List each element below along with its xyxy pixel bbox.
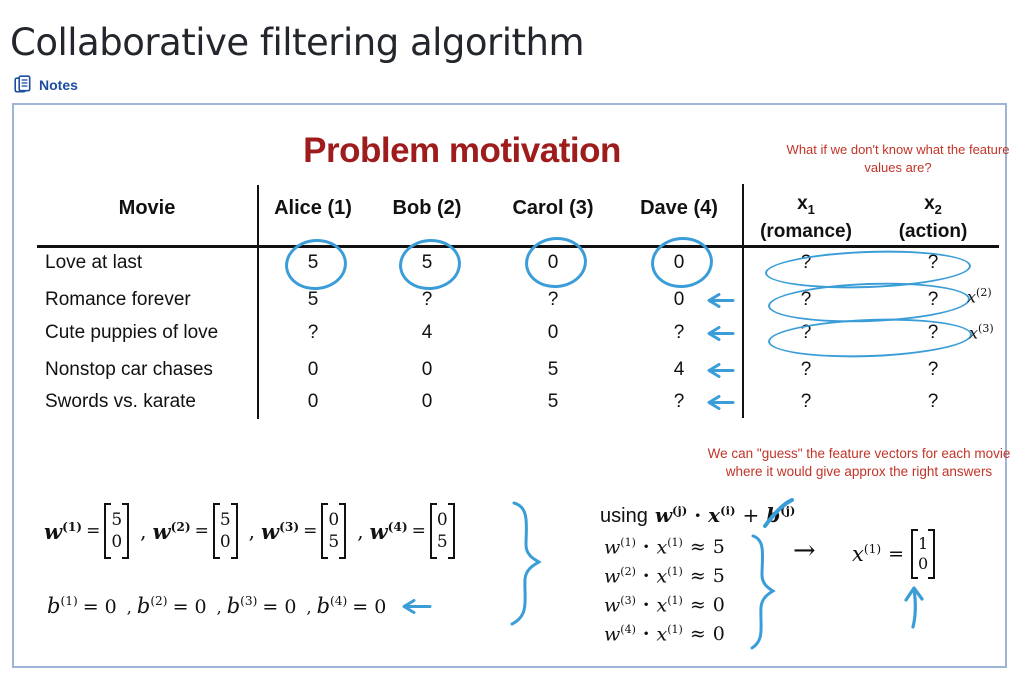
col-header-dave: Dave (4)	[640, 197, 718, 219]
table-header-rule	[37, 245, 999, 248]
rating-cell: 5	[307, 252, 319, 273]
col-header-alice: Alice (1)	[274, 197, 352, 219]
equation-row: w(3) · x(1) ≈ 0	[604, 594, 725, 617]
blue-strike-icon	[763, 498, 794, 528]
blue-left-arrow-icon	[707, 293, 735, 308]
blue-up-arrow-icon	[904, 586, 924, 629]
rating-cell: 0	[547, 252, 559, 273]
table-divider-left	[257, 185, 259, 419]
ellipse-annotation	[767, 315, 973, 361]
equation-row: w(2) · x(1) ≈ 5	[604, 565, 725, 588]
rating-cell: 4	[673, 359, 685, 380]
b-terms-line: b(1) = 0 , b(2) = 0 , b(3) = 0 , b(4) = …	[42, 594, 432, 618]
rating-cell: 0	[307, 359, 319, 380]
page-title: Collaborative filtering algorithm	[10, 20, 585, 64]
col-header-x2: x2 (action)	[898, 193, 968, 242]
blue-left-arrow-icon	[707, 395, 735, 410]
rating-cell: 0	[673, 289, 685, 310]
rating-cell: ?	[673, 391, 685, 412]
slide-panel: Problem motivation What if we don't know…	[12, 103, 1010, 668]
b-term: , b(3) = 0	[216, 594, 297, 618]
blue-left-arrow-icon	[707, 326, 735, 341]
dot-product-equations: w(1) · x(1) ≈ 5 w(2) · x(1) ≈ 5 w(3) · x…	[604, 536, 725, 652]
rating-cell: ?	[547, 289, 559, 310]
notes-link[interactable]: Notes	[14, 75, 78, 94]
circle-annotation	[522, 234, 590, 291]
feature-cell: ?	[800, 391, 812, 412]
movie-title: Romance forever	[45, 289, 191, 310]
col-header-carol: Carol (3)	[512, 197, 594, 219]
notes-label: Notes	[39, 76, 78, 93]
circle-annotation	[648, 234, 716, 291]
blue-brace-icon	[510, 501, 542, 626]
feature-cell: ?	[927, 359, 939, 380]
rating-cell: 4	[421, 322, 433, 343]
feature-cell: ?	[800, 252, 812, 273]
slide-heading: Problem motivation	[303, 131, 621, 170]
rating-cell: 0	[421, 391, 433, 412]
rating-cell: 0	[547, 322, 559, 343]
ellipse-label-x3: x(3)	[969, 322, 994, 343]
equation-row: w(1) · x(1) ≈ 5	[604, 536, 725, 559]
rating-cell: ?	[307, 322, 319, 343]
col-header-movie: Movie	[118, 197, 176, 219]
question-annotation: What if we don't know what the feature v…	[786, 142, 1010, 175]
col-header-x1: x1 (romance)	[760, 193, 852, 242]
rating-cell: 0	[421, 359, 433, 380]
guess-annotation: We can "guess" the feature vectors for e…	[707, 446, 1011, 480]
movie-title: Love at last	[45, 252, 143, 273]
ellipse-label-x2: x(2)	[967, 286, 992, 307]
rating-cell: 5	[547, 359, 559, 380]
feature-cell: ?	[800, 289, 812, 310]
feature-cell: ?	[927, 252, 939, 273]
implies-arrow: →	[793, 535, 816, 566]
blue-left-arrow-icon	[707, 363, 735, 378]
movie-title: Swords vs. karate	[45, 391, 196, 412]
notes-icon	[14, 75, 31, 93]
movie-title: Cute puppies of love	[45, 322, 219, 343]
equation-row: w(4) · x(1) ≈ 0	[604, 623, 725, 646]
b-term: , b(2) = 0	[126, 594, 207, 618]
rating-cell: ?	[421, 289, 433, 310]
feature-cell: ?	[927, 391, 939, 412]
rating-cell: 0	[673, 252, 685, 273]
col-header-bob: Bob (2)	[392, 197, 462, 219]
b-term: , b(4) = 0	[306, 594, 387, 618]
rating-cell: 5	[421, 252, 433, 273]
rating-cell: 5	[307, 289, 319, 310]
blue-left-arrow-icon	[402, 598, 432, 614]
b-term: b(1) = 0	[47, 594, 117, 618]
blue-brace-icon	[750, 534, 776, 650]
table-divider-right	[742, 184, 744, 418]
rating-cell: ?	[673, 322, 685, 343]
feature-cell: ?	[800, 322, 812, 343]
feature-cell: ?	[927, 289, 939, 310]
rating-cell: 0	[307, 391, 319, 412]
movie-title: Nonstop car chases	[45, 359, 213, 380]
feature-cell: ?	[800, 359, 812, 380]
feature-cell: ?	[927, 322, 939, 343]
rating-cell: 5	[547, 391, 559, 412]
